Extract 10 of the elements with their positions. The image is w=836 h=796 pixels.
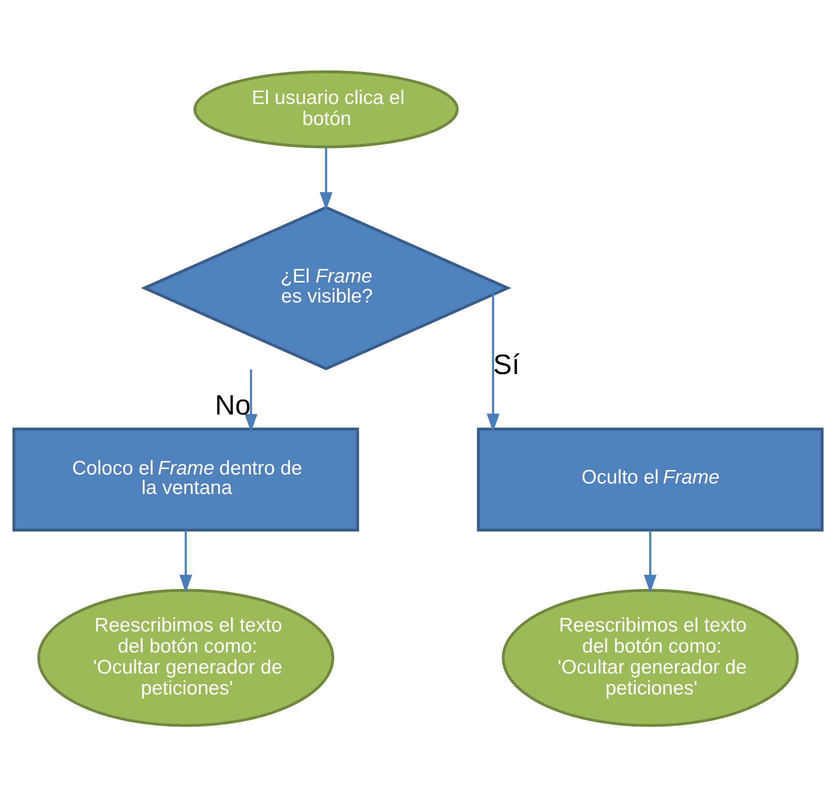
arrow xyxy=(320,146,332,210)
arrow xyxy=(644,530,657,593)
edge-label: No xyxy=(214,389,251,420)
arrow xyxy=(179,530,192,593)
node-box: Oculto el Frame xyxy=(476,427,824,531)
node-ellipse: El usuario clica el botón xyxy=(193,70,459,148)
arrow xyxy=(244,368,258,432)
node-ellipse: Reescribimos el texto del botón como: 'Ocultar generador de peticiones' xyxy=(502,588,799,726)
node-box: Coloco el Frame dentro de la ventana xyxy=(12,427,360,531)
node-ellipse: Reescribimos el texto del botón como: 'Ocultar generador de peticiones' xyxy=(37,588,334,726)
